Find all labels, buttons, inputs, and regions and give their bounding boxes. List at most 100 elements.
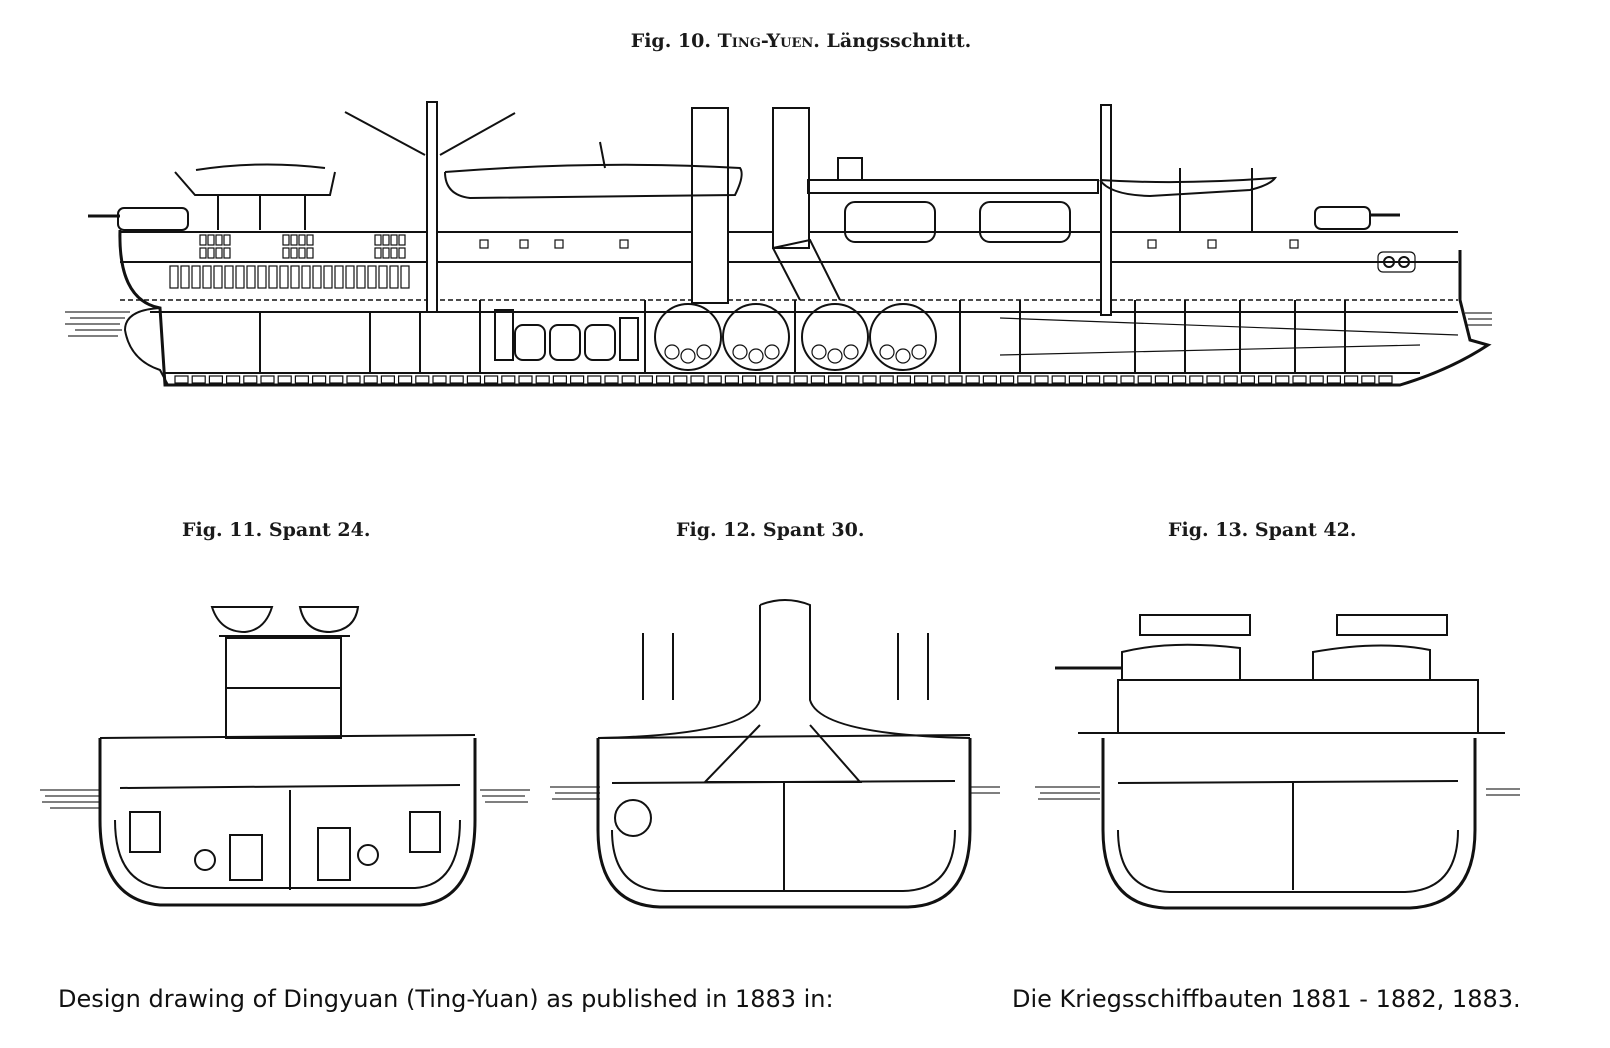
lower-cabin-window [224, 265, 234, 289]
lower-cabin-window [191, 265, 201, 289]
cabin-window [223, 234, 231, 246]
furnace [748, 348, 764, 364]
double-bottom-cell [845, 375, 860, 384]
lower-cabin-window [213, 265, 223, 289]
lower-cabin-window [246, 265, 256, 289]
fig11-engines [129, 811, 441, 881]
water-lines-fig12 [550, 786, 1000, 800]
furnace [732, 344, 748, 360]
double-bottom-cell [380, 375, 395, 384]
boiler [801, 303, 869, 371]
cabin-window [382, 247, 390, 259]
furnace [680, 348, 696, 364]
fig11-boat-left [210, 606, 274, 634]
double-bottom-cell [312, 375, 327, 384]
double-bottom-cell [1223, 375, 1238, 384]
boilers [654, 303, 937, 371]
porthole [554, 239, 564, 249]
double-bottom-cell [862, 375, 877, 384]
fig13-turret-left [1121, 643, 1241, 680]
double-bottom-cell [1206, 375, 1221, 384]
double-bottom-cell [174, 375, 189, 384]
cabin-window [207, 234, 215, 246]
funnels [691, 107, 841, 304]
double-bottom-cell [1378, 375, 1393, 384]
fig13-citadel [1117, 679, 1479, 734]
fig10-subtitle: Längsschnitt. [826, 30, 972, 52]
fig13-bridge-left [1139, 614, 1251, 636]
double-bottom-cell [569, 375, 585, 384]
double-bottom-cell [604, 375, 619, 384]
double-bottom-cell [432, 375, 447, 384]
engines [494, 309, 639, 361]
double-bottom-cell [707, 375, 722, 384]
double-bottom-cell [1137, 375, 1152, 384]
cabin-window [398, 234, 406, 246]
lower-cabin-window [257, 265, 267, 289]
double-bottom-cell [724, 375, 740, 384]
lower-cabin-window [367, 265, 377, 289]
lower-cabin-window [334, 265, 344, 289]
cabin-window [282, 234, 290, 246]
lower-cabin-window [290, 265, 300, 289]
lower-cabin-window [323, 265, 333, 289]
lower-cabin-window [356, 265, 366, 289]
lower-cabin-window [345, 265, 355, 289]
water-lines-fig11 [40, 789, 530, 809]
boats [174, 141, 1278, 232]
double-bottom-cell [329, 375, 344, 384]
double-bottom-cell [535, 375, 550, 384]
fig11-title: Fig. 11. Spant 24. [182, 519, 371, 541]
lower-cabin-window [312, 265, 322, 289]
double-bottom-cell [260, 375, 275, 384]
boiler [869, 303, 937, 371]
cabin-window [199, 247, 207, 259]
double-bottom-cell [1240, 375, 1256, 384]
double-bottom-cell [655, 375, 671, 384]
double-bottom-cell [363, 375, 378, 384]
superstructure-rooms [169, 234, 1299, 289]
double-bottom-cell [913, 375, 929, 384]
double-bottom-cell [294, 375, 309, 384]
double-bottom-cell [1309, 375, 1324, 384]
double-bottom-cell [999, 375, 1015, 384]
double-bottom-cell [1189, 375, 1204, 384]
double-bottom-cell [1120, 375, 1135, 384]
double-bottom-cell [501, 375, 516, 384]
double-bottom-cell [982, 375, 998, 384]
fig10-number: Fig. 10. [630, 30, 711, 52]
porthole [479, 239, 489, 249]
caption-left: Design drawing of Dingyuan (Ting-Yuan) a… [58, 985, 834, 1013]
porthole [519, 239, 529, 249]
double-bottom-cell [810, 375, 826, 384]
fig12-hull [596, 738, 972, 909]
cabin-window [298, 247, 306, 259]
furnace [811, 344, 827, 360]
cabin-window [382, 234, 390, 246]
furnace [696, 344, 712, 360]
double-bottom-cell [1085, 375, 1101, 384]
cabin-window [390, 247, 398, 259]
double-bottom-cell [896, 375, 912, 384]
double-bottom-cell [759, 375, 774, 384]
cabin-window [398, 247, 406, 259]
double-bottom-cell [1034, 375, 1049, 384]
lower-cabin-window [180, 265, 190, 289]
double-bottom-cell [621, 375, 636, 384]
double-bottom-cell [1326, 375, 1342, 384]
cabin-window [215, 247, 223, 259]
lower-cabin-window [235, 265, 245, 289]
double-bottom-cell [449, 375, 464, 384]
double-bottom-cell [587, 375, 602, 384]
double-bottom-cell [965, 375, 980, 384]
fig12-boiler-section [614, 799, 652, 837]
furnace [843, 344, 859, 360]
water-lines-fig13 [1035, 786, 1520, 800]
furnace [764, 344, 780, 360]
lower-cabin-window [378, 265, 388, 289]
double-bottom-cell [776, 375, 791, 384]
boiler [722, 303, 790, 371]
boiler-shell [801, 303, 869, 371]
